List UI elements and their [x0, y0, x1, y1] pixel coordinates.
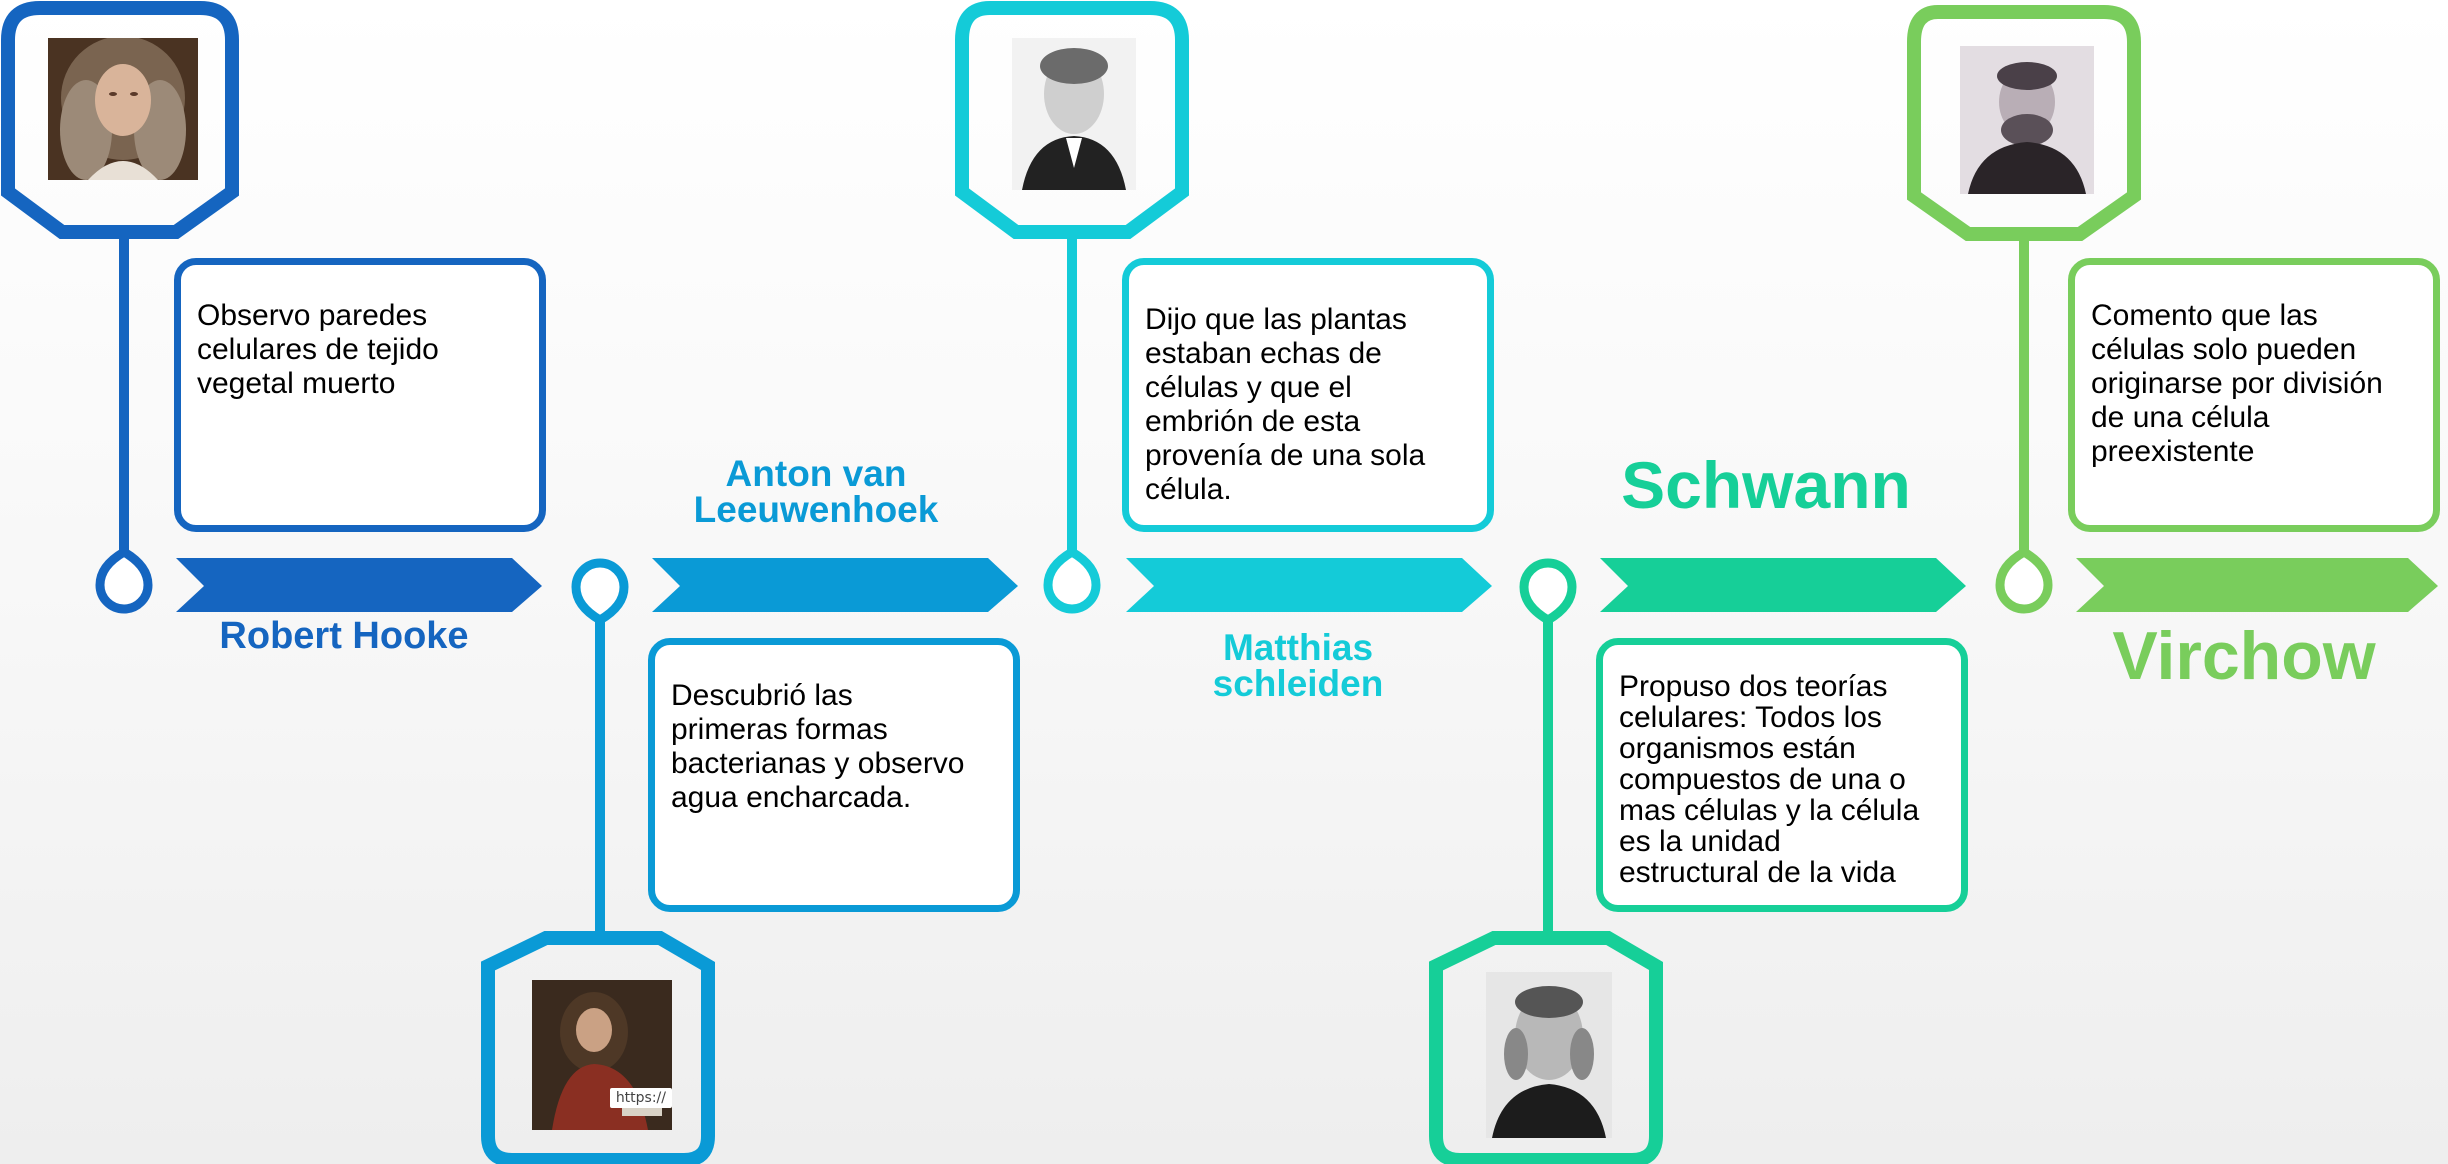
description-box-schleiden: Dijo que las plantas estaban echas de cé… [1122, 258, 1494, 532]
description-box-leeuwenhoek: Descubrió las primeras formas bacteriana… [648, 638, 1020, 912]
portrait-matthias-schleiden [1012, 38, 1136, 190]
milestone-leeuwenhoek [481, 558, 1018, 1164]
milestone-schwann [1429, 558, 1966, 1164]
virchow-chevron [2076, 558, 2438, 612]
schleiden-chevron [1126, 558, 1492, 612]
schleiden-frame [955, 1, 1189, 239]
leeuwenhoek-chevron [652, 558, 1018, 612]
virchow-frame [1907, 5, 2141, 241]
name-label-schleiden: Matthias schleiden [1212, 627, 1384, 704]
hooke-chevron [176, 558, 542, 612]
description-box-hooke: Observo paredes celulares de tejido vege… [174, 258, 546, 532]
schwann-chevron [1600, 558, 1966, 612]
virchow-pin [1995, 546, 2053, 614]
schleiden-pin [1043, 546, 1101, 614]
portrait-theodor-schwann [1486, 972, 1612, 1138]
name-label-virchow: Virchow [2112, 618, 2376, 694]
hooke-pin [95, 546, 153, 614]
description-box-virchow: Comento que las células solo pueden orig… [2068, 258, 2440, 532]
portrait-robert-hooke [48, 38, 198, 180]
name-label-schwann: Schwann [1621, 448, 1911, 522]
schwann-frame [1429, 931, 1663, 1164]
milestone-hooke [1, 1, 542, 614]
name-label-leeuwenhoek: Anton van Leeuwenhoek [693, 453, 939, 530]
milestone-virchow [1907, 5, 2438, 614]
leeuwenhoek-pin [571, 558, 629, 626]
schwann-pin [1519, 558, 1577, 626]
portrait-rudolf-virchow [1960, 46, 2094, 194]
name-label-hooke: Robert Hooke [219, 615, 469, 657]
portrait-anton-van-leeuwenhoek: https:// [532, 980, 672, 1130]
description-box-schwann: Propuso dos teorías celulares: Todos los… [1596, 638, 1968, 912]
leeuwenhoek-frame [481, 931, 715, 1164]
image-url-tag: https:// [609, 1088, 672, 1108]
milestone-schleiden [955, 1, 1492, 614]
hooke-frame [1, 1, 239, 239]
